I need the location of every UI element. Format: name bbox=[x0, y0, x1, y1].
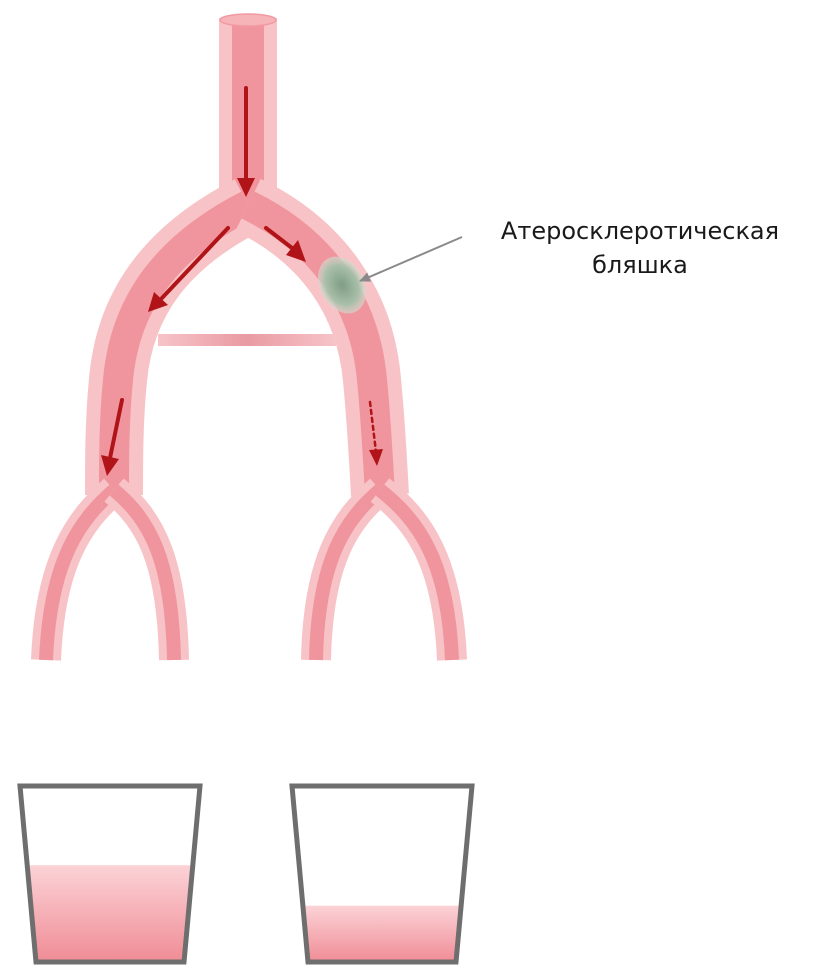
plaque-label: Атеросклеротическая бляшка bbox=[440, 214, 818, 282]
main-artery-opening bbox=[220, 14, 276, 26]
collateral-vessel bbox=[158, 334, 336, 346]
cup-left bbox=[0, 786, 230, 962]
cup-right bbox=[270, 786, 500, 962]
plaque-label-line2: бляшка bbox=[440, 248, 818, 282]
plaque-label-line1: Атеросклеротическая bbox=[440, 214, 818, 248]
